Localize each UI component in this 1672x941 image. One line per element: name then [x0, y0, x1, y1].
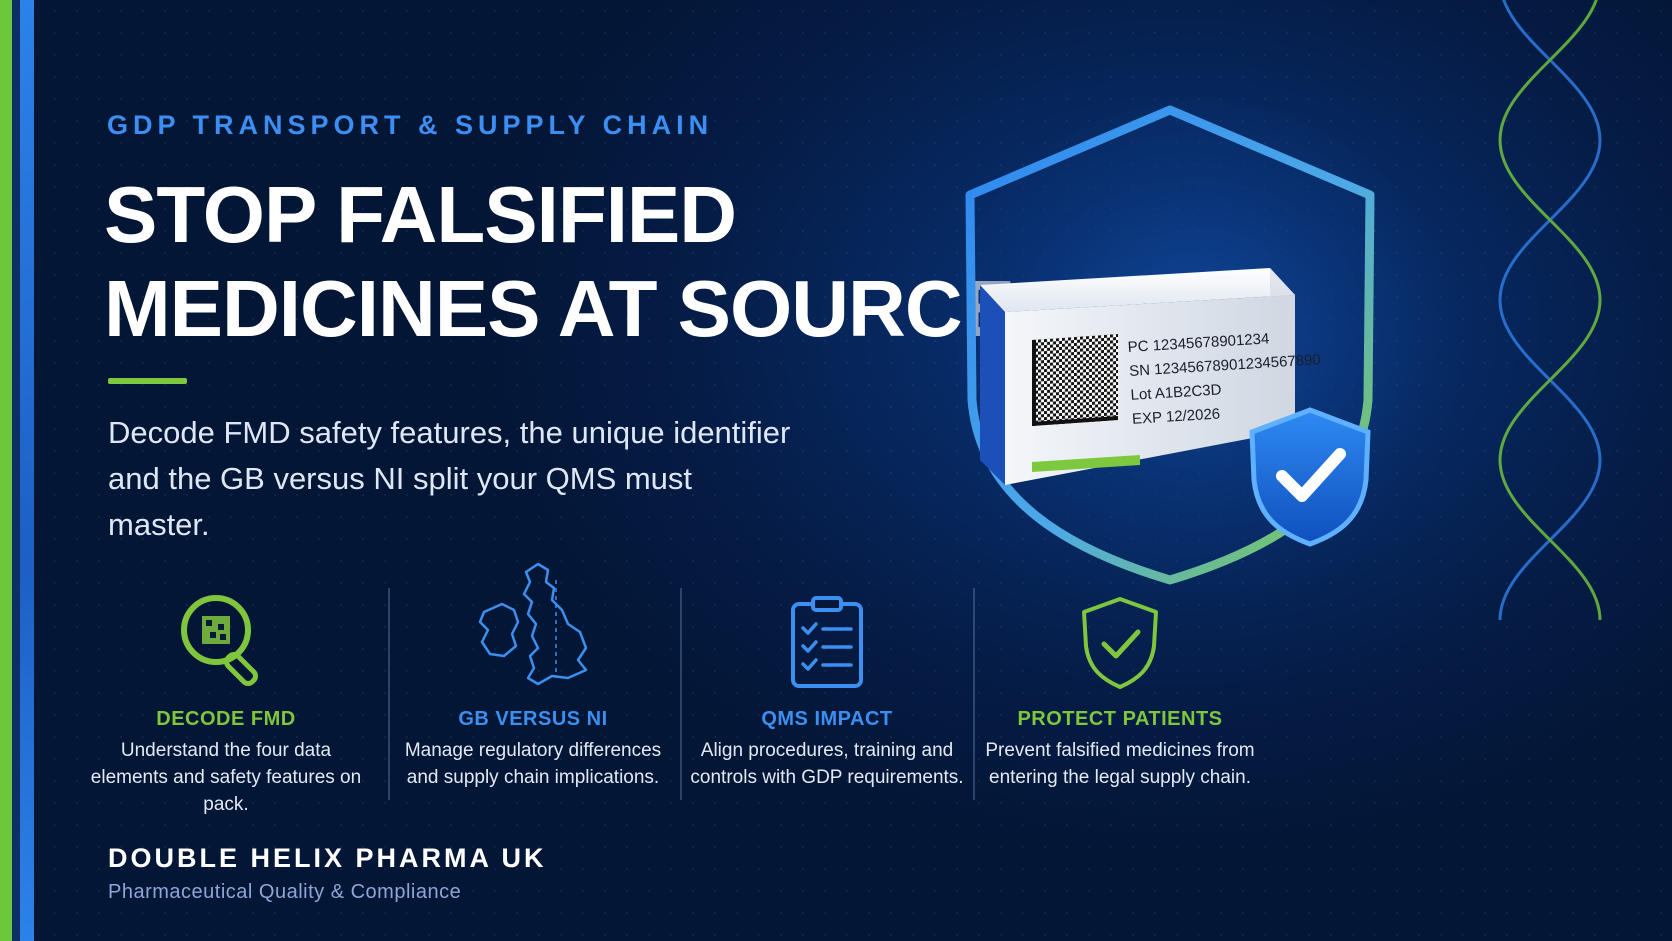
feature-divider: [388, 588, 390, 800]
clipboard-checklist-icon: [682, 580, 972, 690]
feature-qms-impact: QMS IMPACT Align procedures, training an…: [682, 580, 972, 791]
feature-gb-versus-ni: GB VERSUS NI Manage regulatory differenc…: [388, 562, 678, 791]
accent-rule: [108, 378, 187, 384]
headline-line-2: MEDICINES AT SOURCE: [104, 264, 1015, 353]
feature-divider: [973, 588, 975, 800]
feature-text: Align procedures, training and controls …: [690, 740, 964, 788]
brand-tagline: Pharmaceutical Quality & Compliance: [108, 881, 462, 903]
feature-title: QMS IMPACT: [761, 708, 893, 730]
shield-check-icon: [975, 580, 1265, 690]
dna-helix-icon: [1498, 0, 1602, 620]
headline-line-1: STOP FALSIFIED: [104, 170, 737, 259]
feature-title: PROTECT PATIENTS: [1017, 708, 1223, 730]
pack-expiry: EXP 12/2026: [1132, 406, 1221, 428]
brand-name: DOUBLE HELIX PHARMA UK: [108, 843, 547, 873]
feature-text: Understand the four data elements and sa…: [90, 740, 362, 815]
headline: STOP FALSIFIED MEDICINES AT SOURCE: [104, 168, 1015, 356]
shield-pack-illustration: PC 12345678901234 SN 1234567890123456789…: [960, 100, 1460, 620]
feature-decode-fmd: DECODE FMD Understand the four data elem…: [81, 580, 371, 818]
feature-protect-patients: PROTECT PATIENTS Prevent falsified medic…: [975, 580, 1265, 791]
feature-text: Manage regulatory differences and supply…: [404, 740, 662, 788]
pack-lot: Lot A1B2C3D: [1130, 381, 1222, 404]
uk-map-icon: [388, 562, 678, 690]
intro-paragraph: Decode FMD safety features, the unique i…: [108, 415, 791, 542]
feature-divider: [680, 588, 682, 800]
feature-title: GB VERSUS NI: [458, 708, 608, 730]
feature-text: Prevent falsified medicines from enterin…: [985, 740, 1255, 788]
feature-title: DECODE FMD: [156, 708, 296, 730]
eyebrow-label: GDP TRANSPORT & SUPPLY CHAIN: [107, 110, 714, 140]
left-accent-bar: [0, 0, 34, 941]
magnifier-datamatrix-icon: [81, 580, 371, 690]
